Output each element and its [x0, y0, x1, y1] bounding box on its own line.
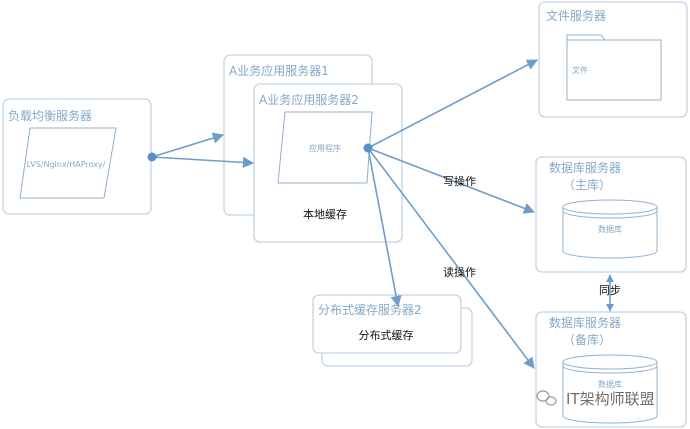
file-server-title: 文件服务器 [546, 8, 606, 23]
edge-read [367, 147, 535, 369]
sync-label: 同步 [599, 284, 621, 297]
local-cache-label: 本地缓存 [303, 207, 347, 221]
edge-write [367, 147, 536, 214]
folder-label: 文件 [572, 65, 588, 75]
db-master-label: 数据库 [598, 224, 622, 234]
db-master-subtitle: （主库） [563, 177, 611, 192]
load-balancer-title: 负载均衡服务器 [8, 108, 92, 123]
watermark-text: IT架构师联盟 [566, 390, 655, 408]
app-server-2-title: A业务应用服务器2 [259, 92, 359, 107]
edge-lb-to-app2 [151, 156, 255, 168]
write-label: 写操作 [443, 174, 476, 188]
application-shape [277, 111, 373, 184]
edge-app-to-file [367, 59, 538, 149]
application-label: 应用程序 [309, 143, 341, 153]
wechat-icon [536, 390, 557, 406]
folder-icon [566, 34, 662, 101]
db-slave-subtitle: （备库） [563, 332, 611, 347]
dist-cache-label: 分布式缓存 [359, 328, 414, 342]
load-balancer-server: 负载均衡服务器 LVS/Nginx/HAProxy/ [2, 98, 152, 215]
dist-cache-title: 分布式缓存服务器2 [318, 302, 422, 317]
app-connector-dot [363, 143, 373, 153]
load-balancer-software: LVS/Nginx/HAProxy/ [27, 160, 106, 169]
edge-lb-to-app1 [151, 132, 225, 158]
read-label: 读操作 [443, 265, 476, 279]
app-server-2: A业务应用服务器2 应用程序 本地缓存 [253, 83, 403, 243]
db-master-title: 数据库服务器 [549, 160, 621, 175]
app-server-1-title: A业务应用服务器1 [229, 63, 329, 78]
db-master-server: 数据库服务器 （主库） 数据库 [535, 156, 687, 273]
distributed-cache-server: 分布式缓存服务器2 分布式缓存 [312, 294, 473, 367]
software-shape [19, 127, 117, 199]
edge-app-to-cache [367, 147, 402, 308]
db-slave-title: 数据库服务器 [549, 315, 621, 330]
lb-connector-dot [147, 152, 157, 162]
file-server: 文件服务器 文件 [538, 1, 688, 118]
database-cylinder [562, 362, 658, 424]
db-slave-server: 数据库服务器 （备库） 数据库 [535, 311, 687, 428]
watermark: IT架构师联盟 [536, 390, 655, 408]
database-cylinder [562, 207, 658, 259]
db-slave-label: 数据库 [598, 379, 622, 389]
